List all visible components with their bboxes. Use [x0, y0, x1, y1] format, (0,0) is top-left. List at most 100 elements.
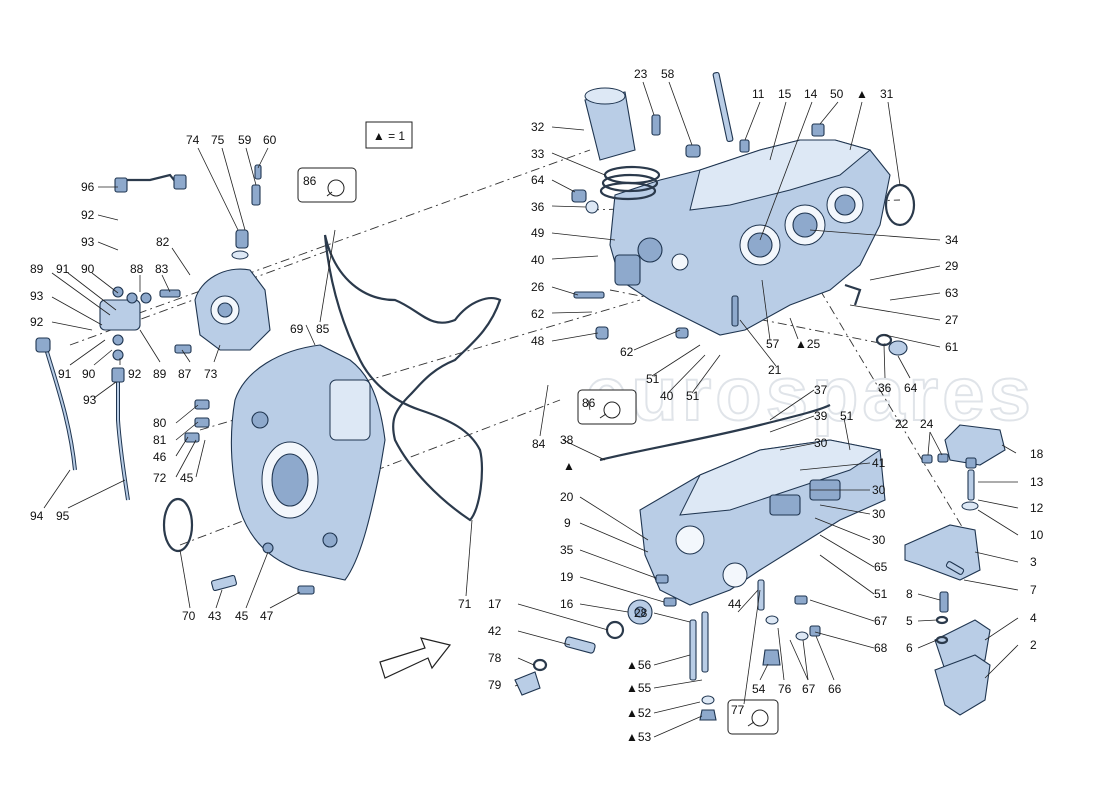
callout-68: 68: [874, 641, 888, 655]
callout-29: 29: [945, 259, 959, 273]
timing-cover-gasket: [323, 234, 502, 522]
callout-76: 76: [778, 682, 792, 696]
callout-65: 65: [874, 560, 888, 574]
callout-89: 89: [153, 367, 167, 381]
callout-62: 62: [531, 307, 545, 321]
engine-mount-parts: [904, 424, 1006, 716]
oil-lines: [35, 173, 187, 501]
callout-71: 71: [458, 597, 472, 611]
callout-6: 6: [906, 641, 913, 655]
callout-41: 41: [872, 456, 886, 470]
detail-box-77: [727, 699, 779, 735]
callout-23: 23: [634, 67, 648, 81]
callout-13: 13: [1030, 475, 1044, 489]
callout-81: 81: [153, 433, 167, 447]
callout-54: 54: [752, 682, 766, 696]
callout-64: 64: [904, 381, 918, 395]
callout-80: 80: [153, 416, 167, 430]
callout-25: ▲25: [795, 337, 821, 351]
callout-67: 67: [802, 682, 816, 696]
callout-labels: 96 92 93 89 91 90 93 92 91 90 92 93 94 9…: [30, 67, 1044, 744]
callout-43: 43: [208, 609, 222, 623]
callout-30: 30: [814, 436, 828, 450]
callout-93: 93: [81, 235, 95, 249]
callout-56: ▲56: [626, 658, 652, 672]
callout-47: 47: [260, 609, 274, 623]
callout-19: 19: [560, 570, 574, 584]
small-parts-left: [126, 164, 315, 595]
callout-89: 89: [30, 262, 44, 276]
callout-triangle: ▲: [856, 87, 868, 101]
callout-36: 36: [878, 381, 892, 395]
callout-2: 2: [1030, 638, 1037, 652]
legend-box: ▲ = 1: [365, 121, 413, 149]
callout-52: ▲52: [626, 706, 652, 720]
callout-48: 48: [531, 334, 545, 348]
callout-95: 95: [56, 509, 70, 523]
callout-45: 45: [235, 609, 249, 623]
callout-8: 8: [906, 587, 913, 601]
callout-30: 30: [872, 483, 886, 497]
detail-box-86-top: [297, 167, 357, 203]
callout-37: 37: [814, 383, 828, 397]
callout-77: 77: [731, 703, 745, 717]
callout-21: 21: [768, 363, 782, 377]
callout-15: 15: [778, 87, 792, 101]
callout-32: 32: [531, 120, 545, 134]
callout-88: 88: [130, 262, 144, 276]
callout-51: 51: [840, 409, 854, 423]
callout-91: 91: [58, 367, 72, 381]
callout-28: 28: [634, 606, 648, 620]
callout-78: 78: [488, 651, 502, 665]
callout-75: 75: [211, 133, 225, 147]
callout-72: 72: [153, 471, 167, 485]
callout-69: 69: [290, 322, 304, 336]
callout-64: 64: [531, 173, 545, 187]
callout-30: 30: [872, 533, 886, 547]
callout-92: 92: [30, 315, 44, 329]
callout-39: 39: [814, 409, 828, 423]
lower-parts: [514, 574, 821, 721]
callout-31: 31: [880, 87, 894, 101]
callout-17: 17: [488, 597, 502, 611]
callout-66: 66: [828, 682, 842, 696]
callout-55: ▲55: [626, 681, 652, 695]
callout-92: 92: [128, 367, 142, 381]
callout-10: 10: [1030, 528, 1044, 542]
callout-45: 45: [180, 471, 194, 485]
callout-9: 9: [564, 516, 571, 530]
callout-74: 74: [186, 133, 200, 147]
callout-50: 50: [830, 87, 844, 101]
callout-96: 96: [81, 180, 95, 194]
callout-61: 61: [945, 340, 959, 354]
legend-text: ▲ = 1: [373, 129, 406, 143]
callout-82: 82: [156, 235, 170, 249]
lower-crankcase: [599, 404, 886, 606]
callout-86: 86: [582, 396, 596, 410]
callout-51: 51: [686, 389, 700, 403]
callout-51: 51: [874, 587, 888, 601]
front-direction-arrow: [379, 637, 452, 679]
callout-94: 94: [30, 509, 44, 523]
callout-93: 93: [83, 393, 97, 407]
callout-59: 59: [238, 133, 252, 147]
callout-57: 57: [766, 337, 780, 351]
callout-62: 62: [620, 345, 634, 359]
callout-73: 73: [204, 367, 218, 381]
callout-38: 38: [560, 433, 574, 447]
callout-7: 7: [1030, 583, 1037, 597]
callout-44: 44: [728, 597, 742, 611]
upper-crankcase: [609, 139, 891, 336]
callout-87: 87: [178, 367, 192, 381]
callout-86: 86: [303, 174, 317, 188]
oil-pump-housing: [194, 268, 271, 351]
callout-63: 63: [945, 286, 959, 300]
callout-35: 35: [560, 543, 574, 557]
callout-90: 90: [81, 262, 95, 276]
callout-91: 91: [56, 262, 70, 276]
watermark: eurospares: [585, 352, 1035, 437]
callout-46: 46: [153, 450, 167, 464]
callout-33: 33: [531, 147, 545, 161]
callout-51: 51: [646, 372, 660, 386]
